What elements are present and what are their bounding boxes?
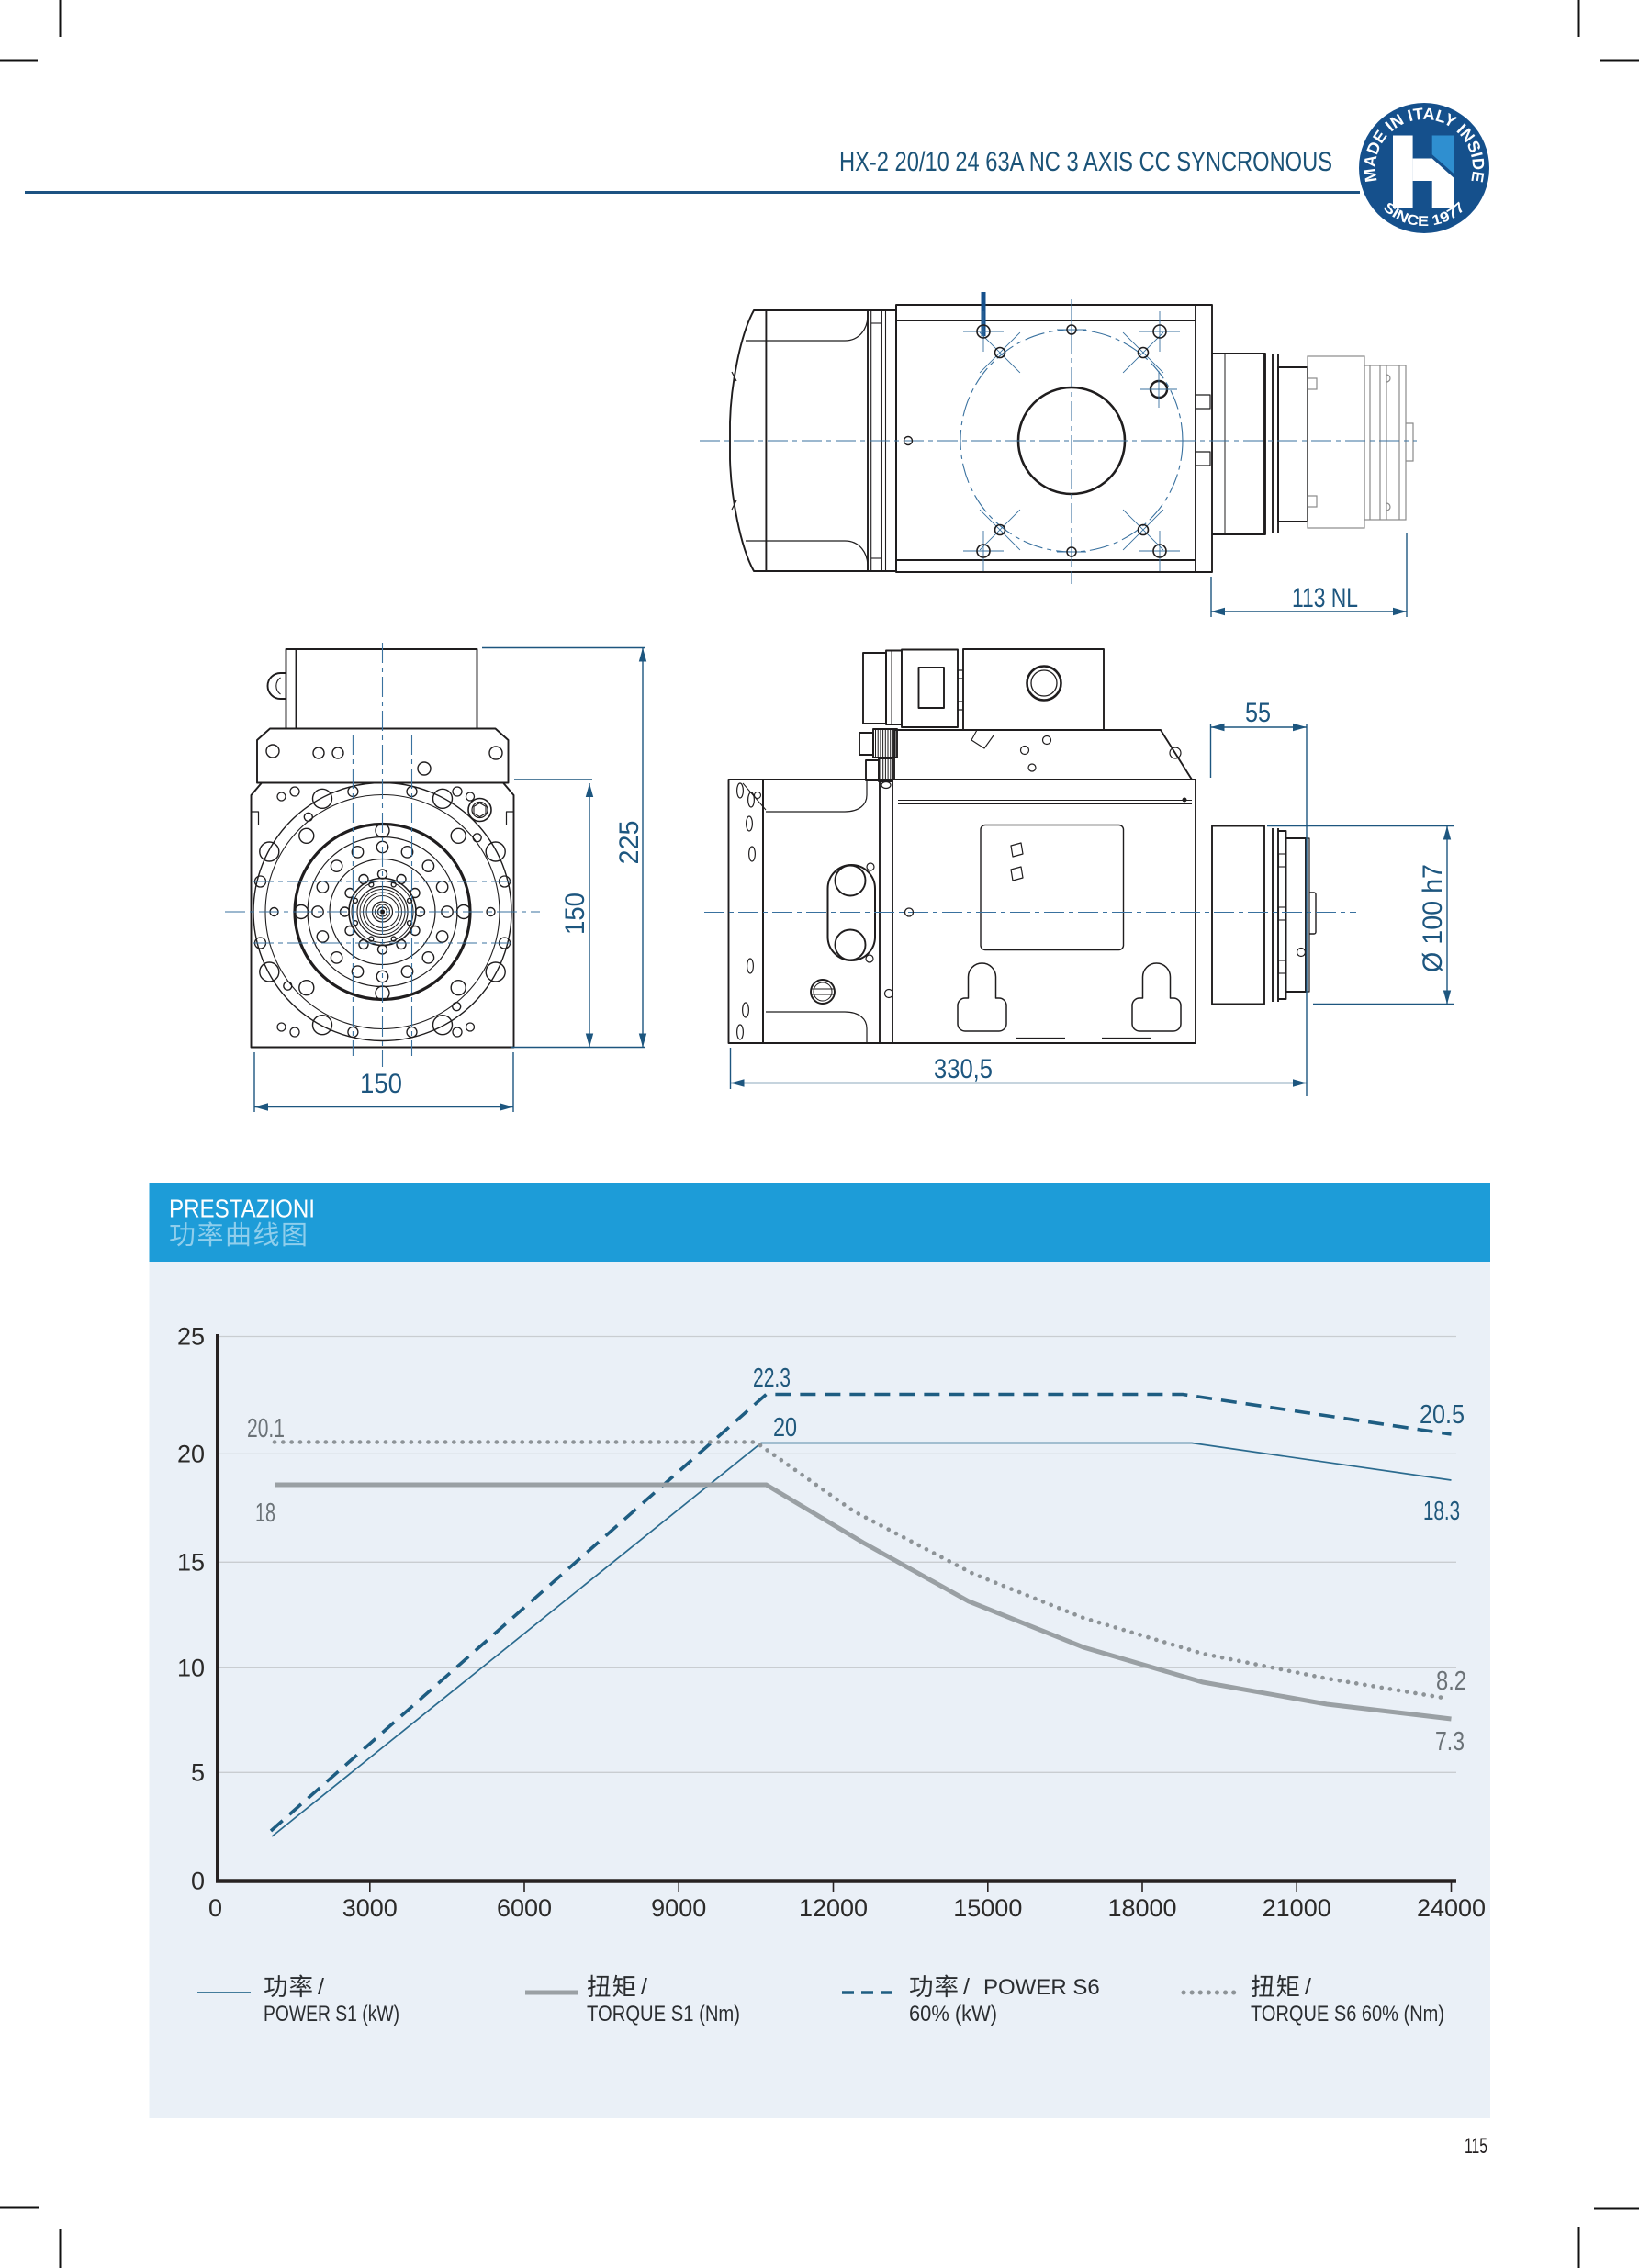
svg-text:113 NL: 113 NL — [1292, 583, 1358, 613]
svg-text:25: 25 — [177, 1323, 205, 1351]
svg-text:TORQUE S6 60% (Nm): TORQUE S6 60% (Nm) — [1251, 2002, 1444, 2027]
svg-text:3000: 3000 — [342, 1894, 398, 1922]
svg-text:HX-2 20/10 24 63A NC 3 AXIS CC: HX-2 20/10 24 63A NC 3 AXIS CC SYNCRONOU… — [839, 147, 1332, 177]
svg-text:115: 115 — [1465, 2134, 1487, 2159]
svg-text:5: 5 — [191, 1758, 205, 1786]
svg-text:PRESTAZIONI: PRESTAZIONI — [169, 1195, 315, 1223]
svg-text:/: / — [318, 1974, 324, 2000]
svg-text:6000: 6000 — [497, 1894, 552, 1922]
svg-text:150: 150 — [360, 1069, 402, 1099]
svg-text:8.2: 8.2 — [1436, 1667, 1466, 1696]
svg-text:POWER S1 (kW): POWER S1 (kW) — [264, 2002, 399, 2027]
svg-text:20.1: 20.1 — [247, 1414, 285, 1443]
svg-text:TORQUE S1 (Nm): TORQUE S1 (Nm) — [587, 2002, 740, 2027]
svg-text:18000: 18000 — [1107, 1894, 1176, 1922]
svg-text:10: 10 — [177, 1654, 205, 1681]
svg-text:60% (kW): 60% (kW) — [909, 2002, 997, 2027]
svg-text:POWER S6: POWER S6 — [983, 1975, 1100, 2000]
svg-text:330,5: 330,5 — [934, 1054, 993, 1084]
svg-text:15000: 15000 — [953, 1894, 1022, 1922]
svg-text:Ø 100 h7: Ø 100 h7 — [1418, 864, 1448, 972]
svg-text:20: 20 — [773, 1413, 797, 1443]
svg-text:/: / — [1305, 1974, 1311, 2000]
svg-text:20.5: 20.5 — [1420, 1400, 1465, 1430]
svg-text:0: 0 — [208, 1894, 222, 1922]
svg-text:24000: 24000 — [1417, 1894, 1486, 1922]
svg-text:12000: 12000 — [799, 1894, 868, 1922]
svg-text:/: / — [641, 1974, 647, 2000]
svg-text:9000: 9000 — [651, 1894, 706, 1922]
svg-text:150: 150 — [560, 893, 590, 935]
svg-text:7.3: 7.3 — [1435, 1727, 1465, 1757]
svg-text:21000: 21000 — [1263, 1894, 1331, 1922]
svg-text:225: 225 — [614, 821, 645, 865]
svg-text:18.3: 18.3 — [1423, 1497, 1460, 1526]
svg-text:/: / — [963, 1974, 970, 2000]
svg-text:15: 15 — [177, 1548, 205, 1576]
svg-text:20: 20 — [177, 1440, 205, 1467]
svg-text:18: 18 — [255, 1499, 275, 1528]
svg-text:55: 55 — [1245, 698, 1271, 728]
svg-text:22.3: 22.3 — [753, 1364, 791, 1393]
svg-text:0: 0 — [191, 1868, 205, 1895]
